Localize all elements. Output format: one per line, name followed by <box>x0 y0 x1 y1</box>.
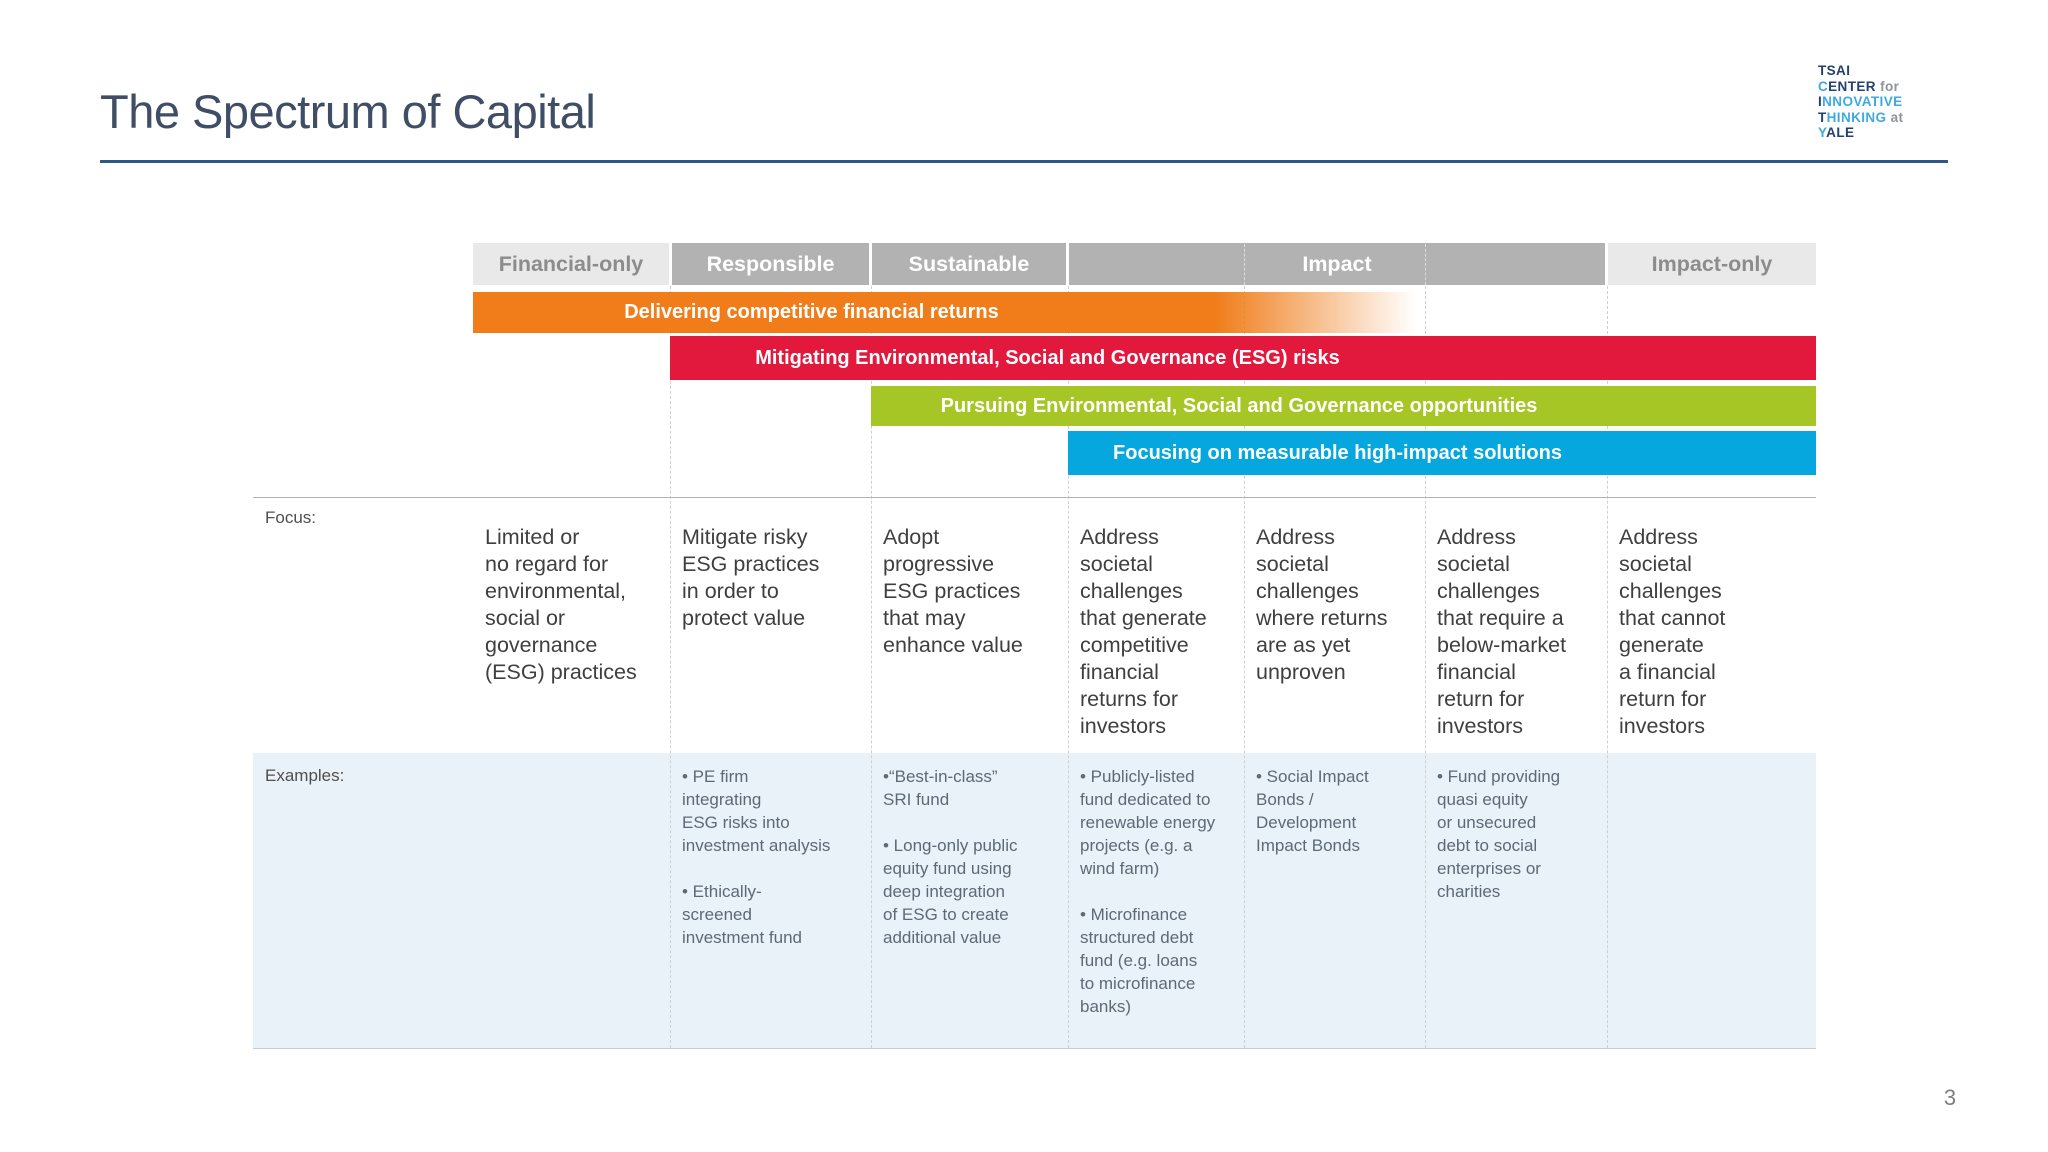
header-cell-responsible: Responsible <box>672 243 869 285</box>
header-cell-impact-only: Impact-only <box>1608 243 1816 285</box>
header-sub-separator <box>1244 244 1245 285</box>
focus-cell-impact-3: Address societal challenges that require… <box>1437 525 1567 738</box>
focus-cell-financial-only: Limited or no regard for environmental, … <box>485 525 637 684</box>
examples-cell-impact-2: • Social Impact Bonds / Development Impa… <box>1256 767 1369 855</box>
header-cell-impact: Impact <box>1069 243 1605 285</box>
page-number: 3 <box>1943 1085 1957 1110</box>
focus-cell-sustainable: Adopt progressive ESG practices that may… <box>883 525 1023 657</box>
logo-text: ENTER <box>1828 78 1876 94</box>
examples-row-label: Examples: <box>265 766 345 785</box>
page-title: The Spectrum of Capital <box>100 85 596 138</box>
examples-cell-sustainable: •“Best-in-class” SRI fund • Long-only pu… <box>883 767 1018 947</box>
column-separator <box>1425 286 1426 1048</box>
logo-line: YALE <box>1818 125 1968 141</box>
logo-text: C <box>1818 78 1829 94</box>
logo-text: TSAI <box>1818 63 1851 78</box>
focus-cell-impact-2: Address societal challenges where return… <box>1256 525 1388 684</box>
bar-label: Focusing on measurable high-impact solut… <box>1113 441 1562 464</box>
examples-cell-impact-1: • Publicly-listed fund dedicated to rene… <box>1080 767 1216 1016</box>
logo-text: HINKING <box>1826 109 1887 125</box>
bar-label: Pursuing Environmental, Social and Gover… <box>940 394 1538 417</box>
column-separator <box>1068 286 1069 1048</box>
focus-row-divider <box>253 497 1816 498</box>
logo-text: NNOVATIVE <box>1822 94 1903 109</box>
bar-pursuing-esg-opportunities: Pursuing Environmental, Social and Gover… <box>871 386 1816 426</box>
examples-row-background <box>253 753 1816 1048</box>
header-sub-separator <box>1425 244 1426 285</box>
bar-high-impact-solutions: Focusing on measurable high-impact solut… <box>1068 431 1816 475</box>
logo-text: ALE <box>1826 125 1855 140</box>
column-separator <box>1607 286 1608 1048</box>
header-cell-financial-only: Financial-only <box>473 243 669 285</box>
header-cell-sustainable: Sustainable <box>872 243 1066 285</box>
tsai-city-logo: TSAI CENTER for INNOVATIVE THINKING at Y… <box>1818 63 1968 141</box>
logo-text: for <box>1875 78 1900 94</box>
logo-line: THINKING at <box>1818 110 1968 126</box>
logo-text: I <box>1818 94 1823 109</box>
focus-cell-impact-only: Address societal challenges that cannot … <box>1619 525 1726 738</box>
logo-line: INNOVATIVE <box>1818 94 1968 110</box>
table-bottom-divider <box>253 1048 1816 1049</box>
bar-label: Delivering competitive financial returns <box>624 301 999 323</box>
logo-line: CENTER for <box>1818 79 1968 95</box>
focus-cell-impact-1: Address societal challenges that generat… <box>1080 525 1207 738</box>
logo-text: at <box>1886 109 1904 125</box>
bar-label: Mitigating Environmental, Social and Gov… <box>755 346 1340 369</box>
column-separator <box>670 286 671 1048</box>
title-rule <box>100 160 1948 163</box>
column-separator <box>1244 286 1245 1048</box>
logo-text: Y <box>1818 125 1827 140</box>
examples-cell-responsible: • PE firm integrating ESG risks into inv… <box>682 767 831 947</box>
logo-line: TSAI <box>1818 63 1968 79</box>
focus-cell-responsible: Mitigate risky ESG practices in order to… <box>682 525 820 630</box>
focus-row-label: Focus: <box>265 508 317 527</box>
bar-mitigating-esg-risks: Mitigating Environmental, Social and Gov… <box>670 336 1816 380</box>
examples-cell-impact-3: • Fund providing quasi equity or unsecur… <box>1437 767 1561 901</box>
column-separator <box>871 286 872 1048</box>
bar-financial-returns: Delivering competitive financial returns <box>473 292 1425 333</box>
logo-text: T <box>1818 109 1827 125</box>
